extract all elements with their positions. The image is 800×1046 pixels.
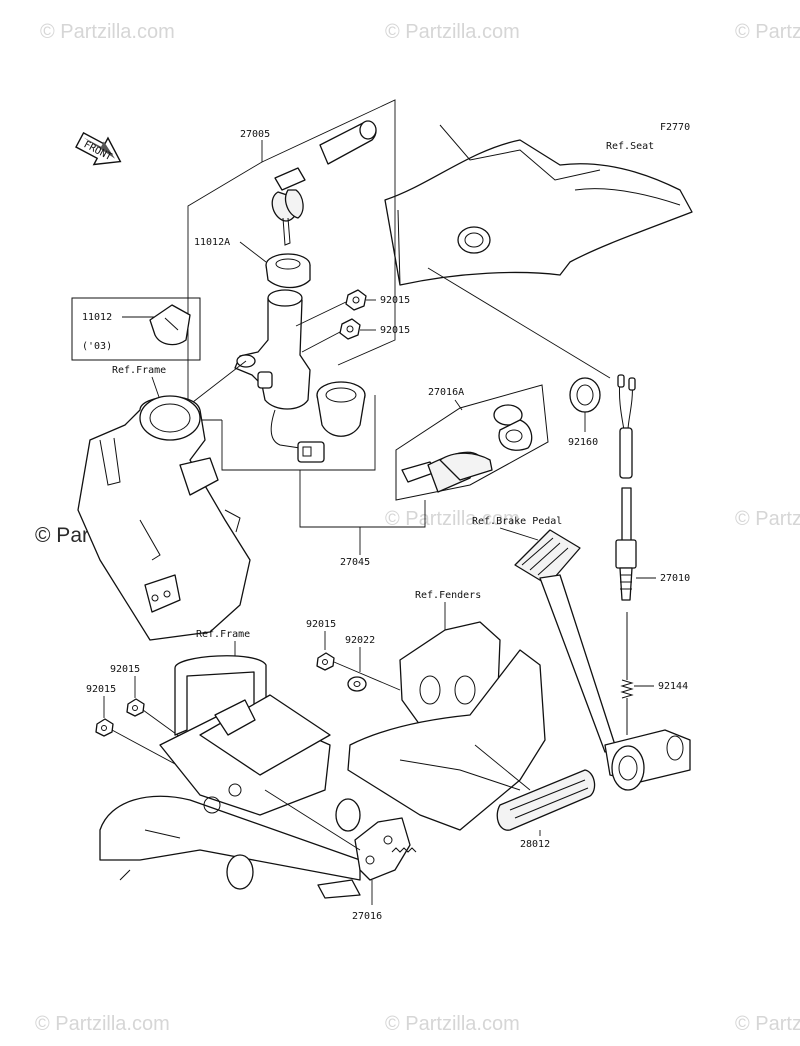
label-92015-upper-1: 92015 [380,295,410,306]
label-27010: 27010 [660,573,690,584]
ignition-switch-body [234,289,325,463]
watermark-bottom-center: © Partzilla.com [385,1013,520,1035]
diagram-code: F2770 [660,122,690,133]
ref-frame-upper-label: Ref.Frame [112,365,166,376]
ignition-boot [316,381,366,437]
nut-lower-a [316,652,335,671]
label-11012-year: ('03) [82,341,112,352]
label-92015-lower-b: 92015 [110,664,140,675]
stop-switch-cable [615,374,637,601]
leader-27005 [187,140,263,421]
watermark-bottom-right: © Partzilla.com [735,1013,800,1035]
seat-lock-cylinder [493,404,533,451]
nut-upper-2 [339,318,361,340]
watermark-mid-right: © Partzilla.com [735,508,800,530]
grommet-92160 [569,377,601,413]
label-92015-lower-c: 92015 [86,684,116,695]
frame-reference-upper [77,395,251,641]
label-28012: 28012 [520,839,550,850]
watermark-top-right: © Partzilla.com [735,21,800,43]
ignition-cap-11012 [149,304,191,346]
nut-lower-b [126,698,145,717]
pedal-pad-28012 [496,769,596,831]
ignition-cap-11012a [265,253,311,289]
label-92015-lower-a: 92015 [306,619,336,630]
label-11012a: 11012A [194,237,230,248]
label-27016a: 27016A [428,387,464,398]
ref-brake-pedal-label: Ref.Brake Pedal [472,516,562,527]
frame-reference-lower [99,655,361,890]
inset-box-27016a [395,384,549,501]
label-92144: 92144 [658,681,688,692]
seat-reference-part [384,124,693,286]
nut-lower-c [95,718,114,737]
seat-lock-key-icon [401,451,493,493]
seat-to-cable-leader [427,267,611,379]
fenders-reference [347,621,546,831]
label-92015-upper-2: 92015 [380,325,410,336]
spring-92144 [620,612,634,735]
ref-frame-lower-label: Ref.Frame [196,629,250,640]
ref-seat-label: Ref.Seat [606,141,654,152]
inset-box-11012 [71,297,201,361]
key-pair-icon [271,167,306,246]
seat-lock-27016 [317,817,417,899]
bracket-27045 [221,395,376,471]
label-92022: 92022 [345,635,375,646]
front-arrow-icon: FRONT [75,131,122,166]
label-27005: 27005 [240,129,270,140]
label-92160: 92160 [568,437,598,448]
label-11012: 11012 [82,312,112,323]
watermark-mid-center: © Partzilla.com [385,508,520,530]
leader-27005-right [261,99,396,366]
key-cylinder-sleeve [319,120,377,165]
watermark-top-center: © Partzilla.com [385,21,520,43]
brake-pedal-reference [514,529,691,791]
ref-fenders-label: Ref.Fenders [415,590,481,601]
label-27045: 27045 [340,557,370,568]
nut-upper-1 [345,289,367,311]
washer-92022 [347,676,367,692]
label-27016: 27016 [352,911,382,922]
watermark-bottom-left: © Partzilla.com [35,1013,170,1035]
watermark-top-left: © Partzilla.com [40,21,175,43]
leader-27045 [299,470,426,528]
